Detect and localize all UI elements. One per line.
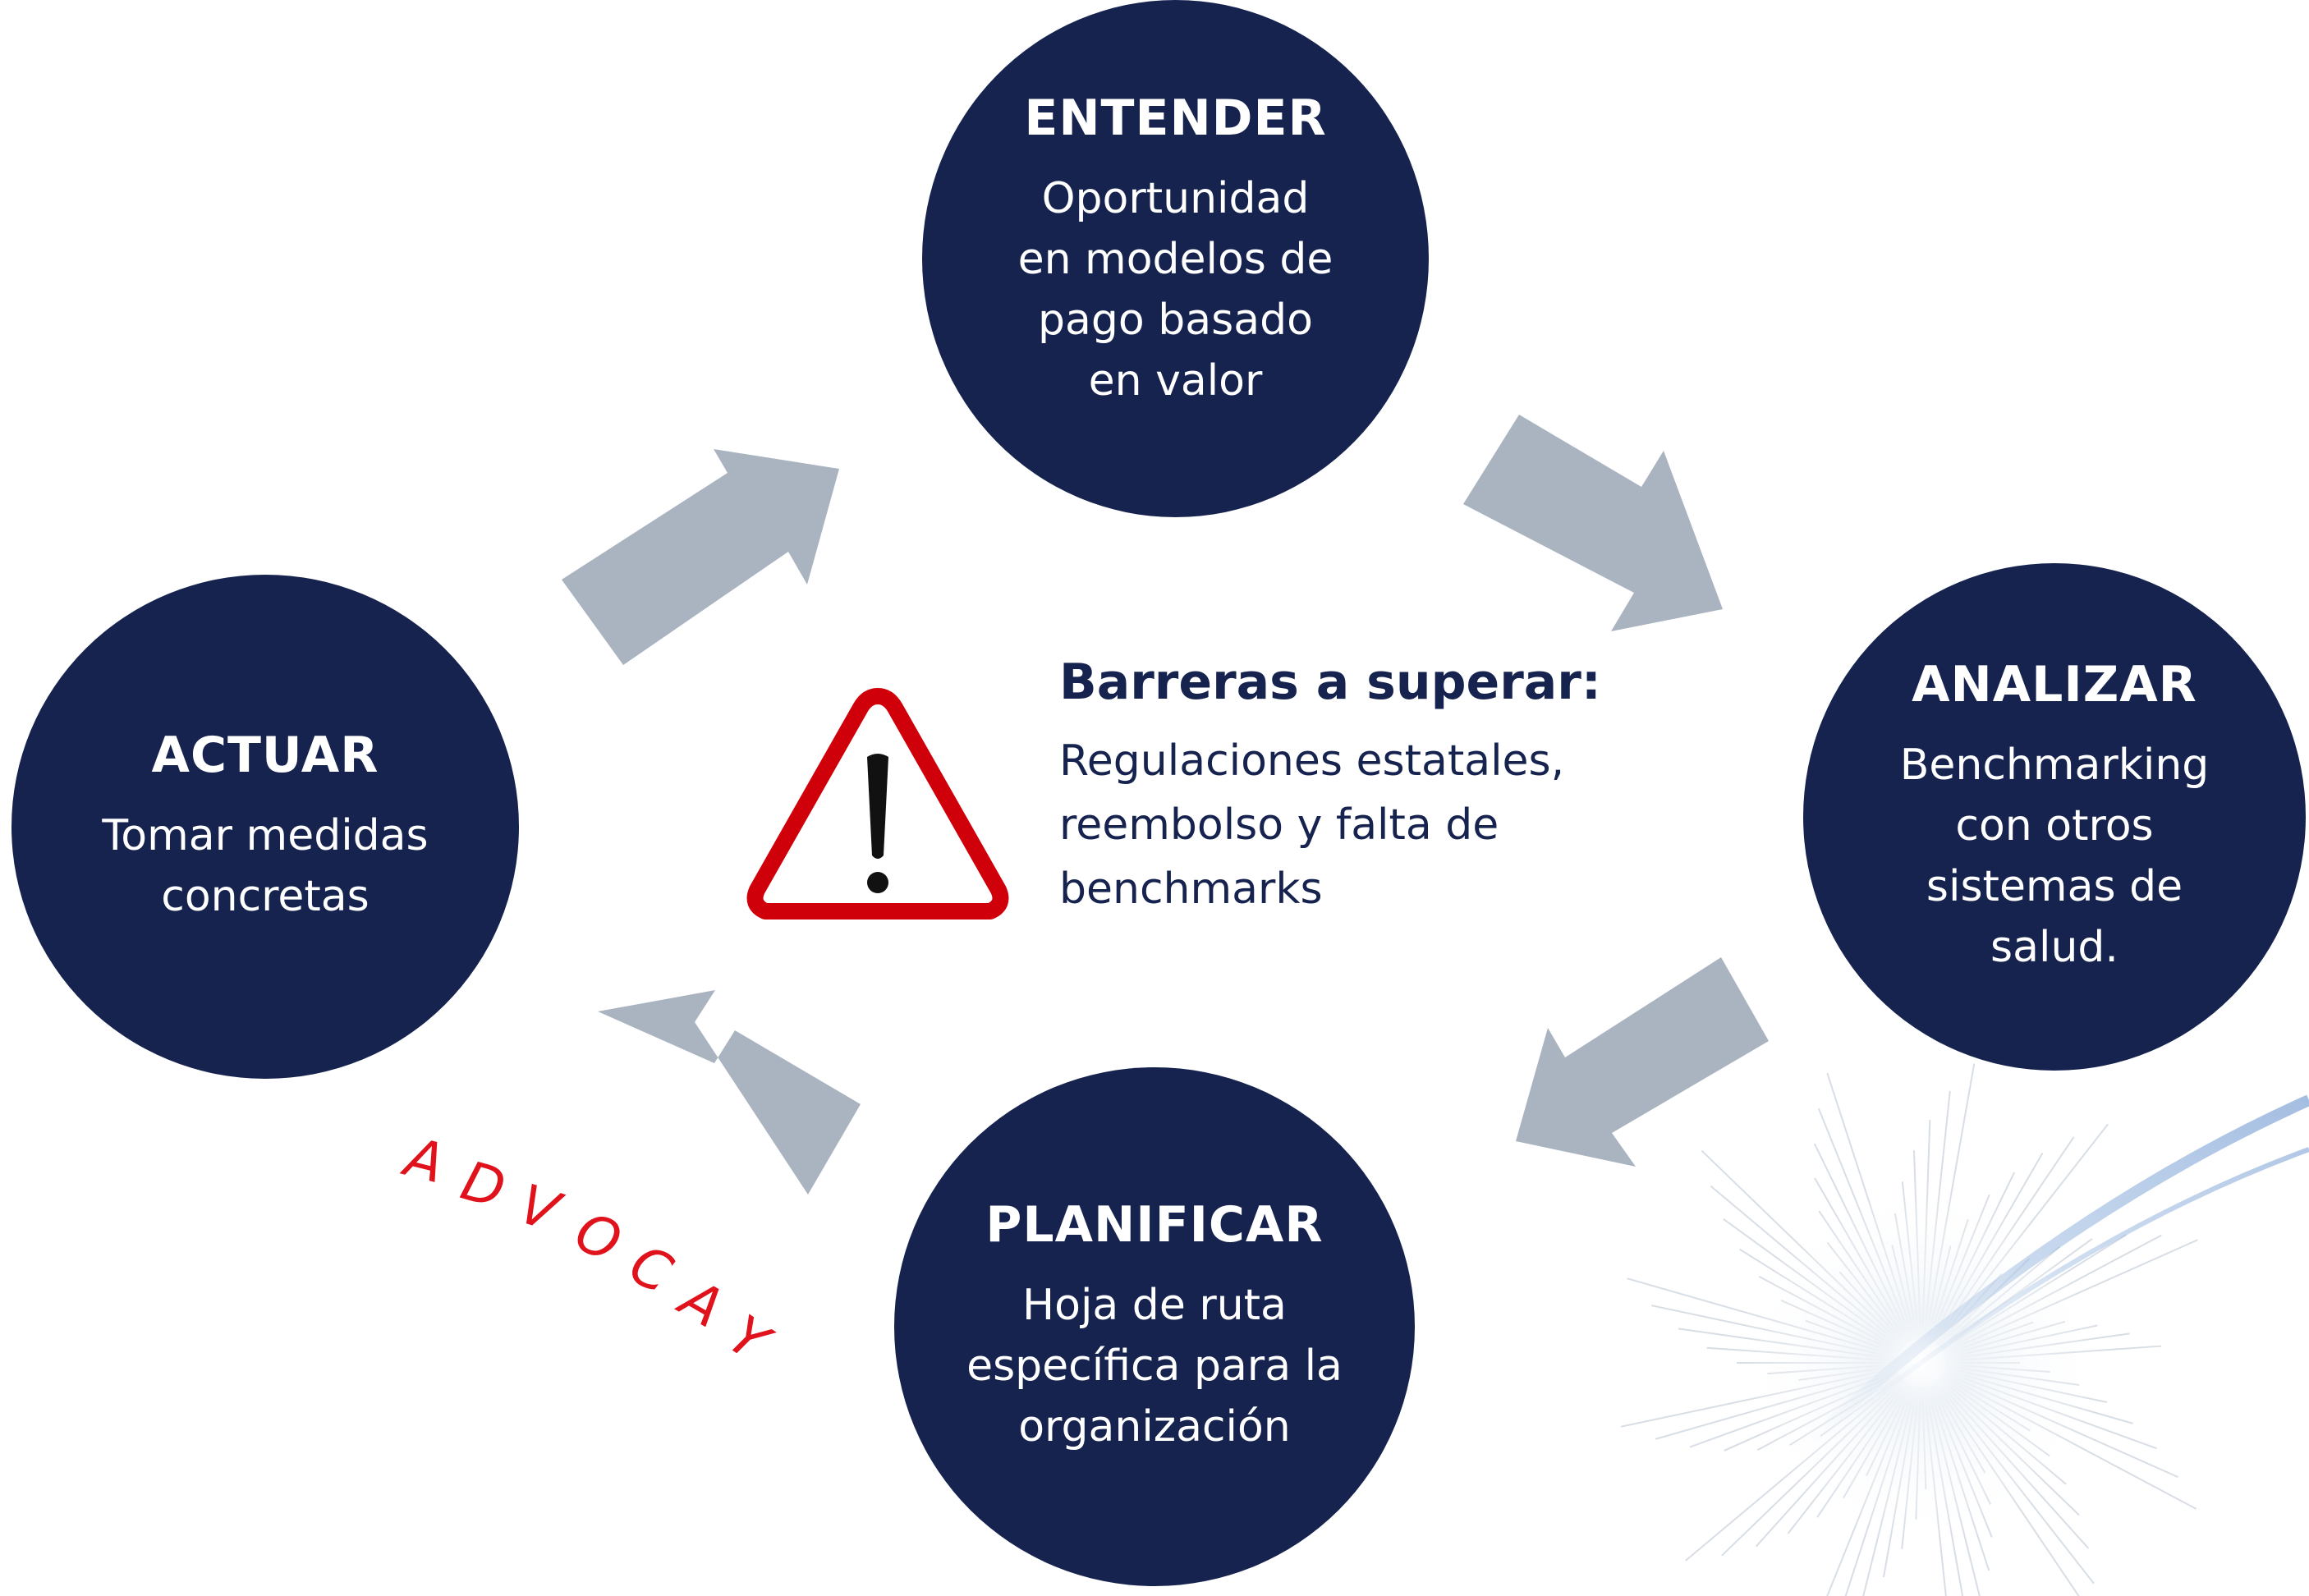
- arrow-analizar-to-planificar: [1516, 957, 1769, 1167]
- advocay-letter: A: [668, 1265, 734, 1340]
- barriers-block: Barreras a superar: Regulaciones estatal…: [1059, 654, 1716, 921]
- arrow-actuar-to-entender: [562, 449, 839, 665]
- step-title: PLANIFICAR: [985, 1196, 1324, 1254]
- barriers-text: Regulaciones estatales, reembolso y falt…: [1059, 736, 1565, 914]
- arrow-planificar-to-actuar: [598, 990, 861, 1195]
- advocay-letter: D: [455, 1149, 512, 1221]
- step-planificar: PLANIFICAR Hoja de ruta específica para …: [894, 1067, 1415, 1586]
- advocay-letter: A: [396, 1125, 450, 1195]
- step-title: ACTUAR: [151, 727, 379, 784]
- sparkle-decoration: [1620, 1063, 2309, 1596]
- step-title: ENTENDER: [1024, 89, 1327, 147]
- step-text: Hoja de ruta específica para la organiza…: [966, 1281, 1343, 1452]
- advocay-letter: C: [620, 1232, 682, 1305]
- step-title: ANALIZAR: [1912, 656, 2197, 713]
- barriers-title: Barreras a superar:: [1059, 654, 1601, 711]
- step-text: Tomar medidas concretas: [102, 811, 429, 921]
- step-text: Oportunidad en modelos de pago basado en…: [1017, 174, 1334, 406]
- step-analizar: ANALIZAR Benchmarking con otros sistemas…: [1803, 563, 2306, 1071]
- step-actuar: ACTUAR Tomar medidas concretas: [11, 575, 519, 1079]
- step-entender: ENTENDER Oportunidad en modelos de pago …: [922, 0, 1429, 517]
- warning-icon: [746, 688, 1009, 920]
- advocay-letter: V: [512, 1172, 569, 1245]
- advocay-letter: O: [567, 1199, 630, 1274]
- arrow-entender-to-analizar: [1463, 415, 1723, 631]
- advocay-letter: Y: [717, 1303, 783, 1371]
- step-text: Benchmarking con otros sistemas de salud…: [1899, 741, 2210, 972]
